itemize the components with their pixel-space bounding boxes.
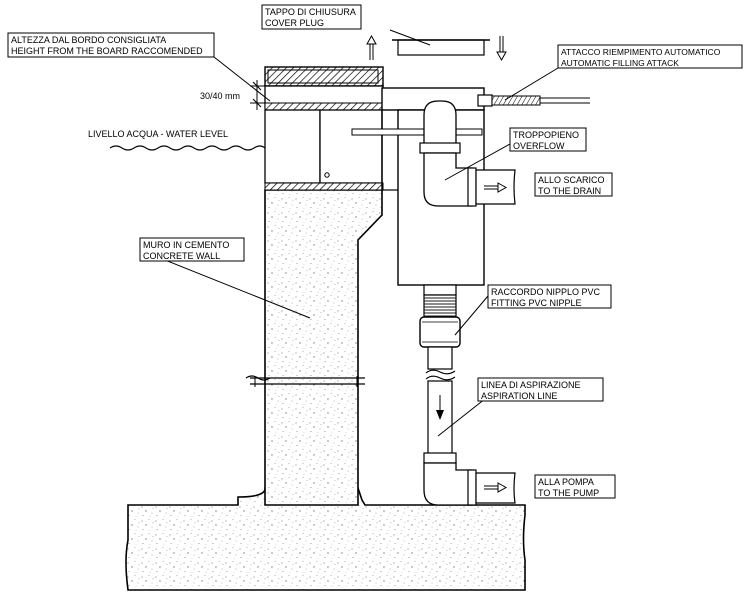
label-drain: ALLO SCARICO TO THE DRAIN [534,172,613,197]
upper-hatched-band [264,102,384,111]
aspiration-line1: LINEA DI ASPIRAZIONE [481,380,581,390]
dimension-label: 30/40 mm [200,91,240,101]
label-concrete-wall: MURO IN CEMENTO CONCRETE WALL [139,237,245,262]
height-board-line2: HEIGHT FROM THE BOARD RACCOMENDED [11,46,203,56]
concrete-wall-line1: MURO IN CEMENTO [143,240,229,250]
cover-plug [392,39,490,56]
cover-plug-line2: COVER PLUG [265,18,324,28]
wall-break-line [245,375,365,387]
down-arrow-icon [436,395,444,420]
nipple-line2: FITTING PVC NIPPLE [491,298,582,308]
cover-plug-line1: TAPPO DI CHIUSURA [265,7,356,17]
concrete-base-slab [125,487,526,591]
drain-line1: ALLO SCARICO [538,175,605,185]
pvc-nipple-fitting [419,284,461,348]
water-level-line [109,145,266,151]
label-cover-plug: TAPPO DI CHIUSURA COVER PLUG [261,4,362,30]
down-arrow-icon [496,36,507,62]
water-level-label: LIVELLO ACQUA - WATER LEVEL [88,129,228,139]
pump-line2: TO THE PUMP [538,488,599,498]
automatic-filling-hose [477,94,590,107]
drain-arrow-icon [484,182,508,193]
board-coping [264,66,384,87]
label-overflow: TROPPOPIENO OVERFLOW [509,127,587,152]
aspiration-pipe [423,346,516,506]
overflow-pipe [419,100,516,207]
height-board-line1: ALTEZZA DAL BORDO CONSIGLIATA [11,35,166,45]
concrete-wall-line2: CONCRETE WALL [143,251,220,261]
overflow-line1: TROPPOPIENO [513,130,579,140]
label-auto-fill: ATTACCO RIEMPIMENTO AUTOMATICO AUTOMATIC… [557,44,743,69]
pump-arrow-icon [484,482,508,493]
label-aspiration: LINEA DI ASPIRAZIONE ASPIRATION LINE [477,377,604,402]
auto-fill-line1: ATTACCO RIEMPIMENTO AUTOMATICO [561,47,721,57]
nipple-line1: RACCORDO NIPPLO PVC [491,287,601,297]
auto-fill-line2: AUTOMATIC FILLING ATTACK [561,58,679,68]
skimmer-body [264,109,384,191]
pump-line1: ALLA POMPA [538,477,594,487]
label-height-board: ALTEZZA DAL BORDO CONSIGLIATA HEIGHT FRO… [7,32,215,58]
label-pump: ALLA POMPA TO THE PUMP [534,474,616,499]
concrete-wall [264,189,383,506]
up-arrow-icon [366,34,377,60]
drain-line2: TO THE DRAIN [538,186,601,196]
aspiration-line2: ASPIRATION LINE [481,391,557,401]
overflow-line2: OVERFLOW [513,141,565,151]
dimension-marker [250,80,265,110]
label-nipple: RACCORDO NIPPLO PVC FITTING PVC NIPPLE [487,284,612,309]
